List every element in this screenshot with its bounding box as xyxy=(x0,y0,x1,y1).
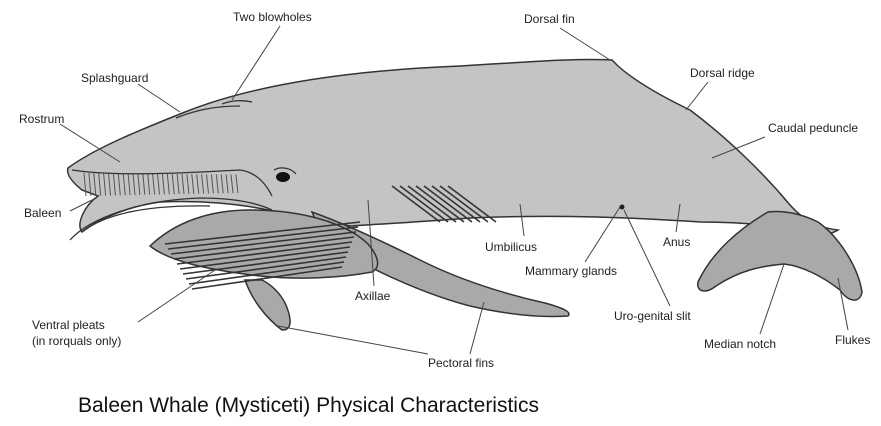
label-two-blowholes: Two blowholes xyxy=(233,10,312,24)
label-caudal-peduncle: Caudal peduncle xyxy=(768,121,858,135)
label-baleen: Baleen xyxy=(24,206,61,220)
diagram-title: Baleen Whale (Mysticeti) Physical Charac… xyxy=(78,394,539,418)
leader-line xyxy=(138,84,180,112)
far-pectoral-fin xyxy=(245,280,290,330)
label-splashguard: Splashguard xyxy=(81,71,148,85)
leader-line xyxy=(560,28,610,60)
leader-line xyxy=(138,270,215,322)
leader-line xyxy=(686,82,708,110)
label-uro-genital-slit: Uro-genital slit xyxy=(614,309,691,323)
label-pectoral-fins: Pectoral fins xyxy=(428,356,494,370)
label-ventral-pleats-note: (in rorquals only) xyxy=(32,334,121,348)
label-dorsal-ridge: Dorsal ridge xyxy=(690,66,755,80)
label-ventral-pleats: Ventral pleats xyxy=(32,318,105,332)
label-axillae: Axillae xyxy=(355,289,390,303)
label-anus: Anus xyxy=(663,235,690,249)
label-rostrum: Rostrum xyxy=(19,112,64,126)
leader-line xyxy=(278,326,428,354)
eye xyxy=(276,172,290,182)
flukes-shape xyxy=(698,211,862,300)
label-dorsal-fin: Dorsal fin xyxy=(524,12,575,26)
label-flukes: Flukes xyxy=(835,333,870,347)
label-mammary-glands: Mammary glands xyxy=(525,264,617,278)
uro-genital-mark xyxy=(620,205,625,210)
leader-line xyxy=(760,264,784,334)
leader-line xyxy=(624,210,670,306)
label-umbilicus: Umbilicus xyxy=(485,240,537,254)
label-median-notch: Median notch xyxy=(704,337,776,351)
leader-line xyxy=(470,302,484,354)
